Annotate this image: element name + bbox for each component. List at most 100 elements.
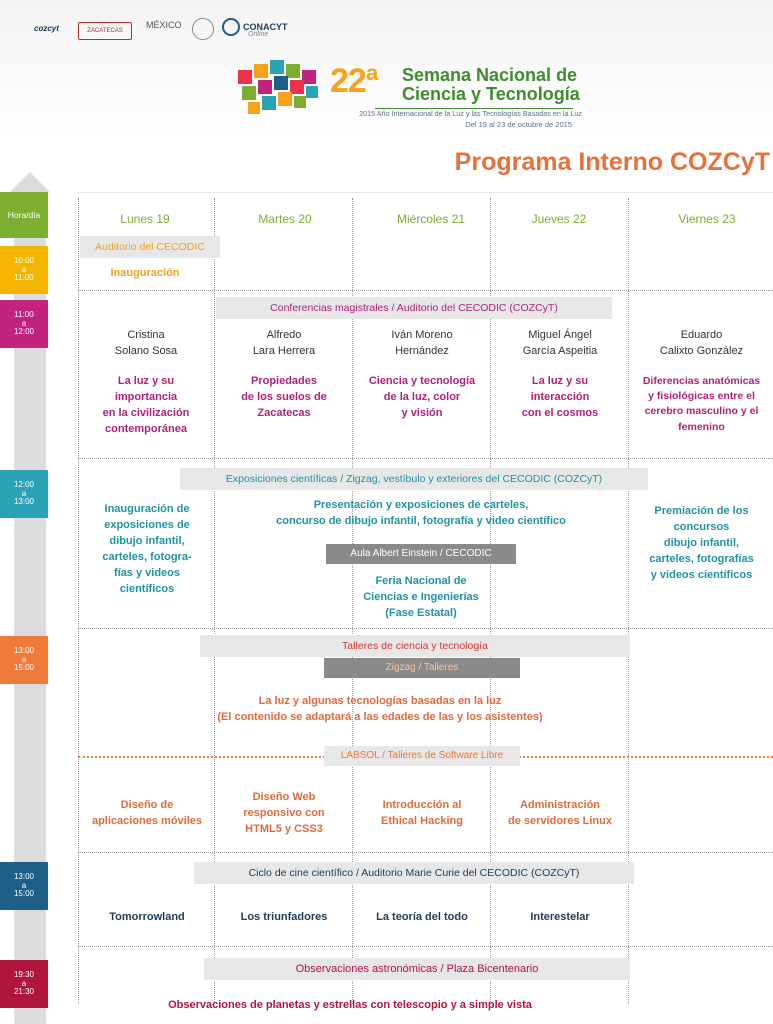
column-separator bbox=[490, 198, 491, 1004]
hour-day-label: Hora/día bbox=[7, 209, 41, 220]
line: aplicaciones móviles bbox=[91, 814, 203, 827]
line: La luz y algunas tecnologías basadas en … bbox=[258, 695, 502, 707]
time-to: 21:30 bbox=[13, 987, 35, 997]
speaker-name: Hernández bbox=[395, 344, 449, 357]
talk-title: La luz y su bbox=[117, 374, 175, 387]
talk-title: importancia bbox=[114, 390, 178, 403]
time-to: 12:00 bbox=[13, 327, 35, 337]
time-from: 19:30 bbox=[13, 970, 35, 980]
time-from: 12:00 bbox=[13, 480, 35, 490]
line: (Fase Estatal) bbox=[385, 606, 457, 619]
day-header-thursday: Jueves 22 bbox=[531, 212, 587, 226]
day-header-tuesday: Martes 20 bbox=[258, 212, 312, 226]
event-subtitle: 2015 Año Internacional de la Luz y las T… bbox=[359, 109, 582, 118]
time-badge-1930: 19:30 a 21:30 bbox=[0, 960, 48, 1008]
day-header-friday: Viernes 23 bbox=[678, 212, 736, 226]
exposiciones-bar: Exposiciones científicas / Zigzag, vestí… bbox=[180, 468, 648, 490]
speaker-thursday: Miguel Ángel García Aspeitia La luz y su… bbox=[492, 328, 628, 422]
line: exposiciones de bbox=[104, 518, 190, 531]
conacyt-logo: CONACYT bbox=[222, 18, 288, 36]
talk-title: y fisiológicas entre el bbox=[648, 390, 755, 403]
zacatecas-logo-text: ZACATECAS bbox=[87, 28, 123, 34]
time-a: a bbox=[21, 880, 27, 890]
auditorio-cecodic-bar: Auditorio del CECODIC bbox=[80, 236, 220, 258]
exposition-monday: Inauguración de exposiciones de dibujo i… bbox=[80, 502, 214, 598]
labsol-bar: LABSOL / Talleres de Software Libre bbox=[324, 746, 520, 766]
row-separator bbox=[78, 458, 773, 459]
time-from: 11:00 bbox=[14, 310, 34, 320]
speaker-name: Solano Sosa bbox=[114, 344, 178, 357]
line: responsivo con bbox=[243, 806, 325, 819]
talk-title: femenino bbox=[678, 420, 725, 433]
talk-title: cerebro masculino y el bbox=[644, 405, 759, 418]
day-header-monday: Lunes 19 bbox=[120, 212, 170, 226]
speaker-wednesday: Iván Moreno Hernández Ciencia y tecnolog… bbox=[354, 328, 490, 422]
line: dibujo infantil, bbox=[663, 536, 740, 549]
program-title: Programa Interno COZCyT bbox=[454, 148, 770, 176]
time-a: a bbox=[21, 488, 27, 498]
time-badge-11: 11:00 a 12:00 bbox=[0, 300, 48, 348]
line: Inauguración de bbox=[104, 503, 190, 515]
talk-title: interacción bbox=[530, 390, 590, 403]
event-number: 22ª bbox=[330, 62, 378, 101]
row-separator bbox=[78, 628, 773, 629]
talk-title: y visión bbox=[401, 406, 443, 419]
line: Presentación y exposiciones de carteles, bbox=[313, 499, 529, 511]
talleres-text: La luz y algunas tecnologías basadas en … bbox=[120, 694, 640, 726]
line: concursos bbox=[673, 520, 730, 533]
event-title-underline bbox=[375, 108, 573, 109]
time-badge-13a: 13:00 a 15:00 bbox=[0, 636, 48, 684]
inauguracion-text: Inauguración bbox=[110, 267, 180, 279]
time-to: 11:00 bbox=[14, 273, 34, 283]
film-thursday: Interestelar bbox=[530, 911, 590, 923]
time-a: a bbox=[21, 318, 27, 328]
time-from: 13:00 bbox=[13, 872, 35, 882]
time-a: a bbox=[21, 978, 27, 988]
speaker-name: Cristina bbox=[127, 329, 165, 341]
line: (El contenido se adaptará a las edades d… bbox=[217, 710, 543, 723]
exposition-middle: Presentación y exposiciones de carteles,… bbox=[216, 498, 626, 530]
speaker-friday: Eduardo Calixto González Diferencias ana… bbox=[630, 328, 773, 435]
workshop-wednesday: Introducción al Ethical Hacking bbox=[354, 798, 490, 830]
event-title-line1: Semana Nacional de bbox=[402, 65, 578, 85]
workshop-monday: Diseño de aplicaciones móviles bbox=[80, 798, 214, 830]
speaker-name: Miguel Ángel bbox=[528, 329, 592, 341]
cine-bar: Ciclo de cine científico / Auditorio Mar… bbox=[194, 862, 634, 884]
talk-title: contemporánea bbox=[105, 422, 187, 435]
speaker-name: Alfredo bbox=[266, 329, 302, 341]
time-to: 13:00 bbox=[13, 497, 35, 507]
line: concurso de dibujo infantil, fotografía … bbox=[276, 514, 566, 527]
talk-title: Diferencias anatómicas bbox=[642, 374, 761, 387]
line: y videos científicos bbox=[650, 568, 753, 581]
zacatecas-logo: ZACATECAS bbox=[78, 22, 132, 40]
day-header-wednesday: Miércoles 21 bbox=[396, 212, 466, 226]
event-title: Semana Nacional de Ciencia y Tecnología bbox=[402, 66, 580, 104]
speaker-name: Lara Herrera bbox=[252, 344, 316, 357]
mexico-seal-icon bbox=[192, 18, 214, 40]
line: Diseño de bbox=[120, 799, 174, 811]
time-a: a bbox=[21, 264, 27, 274]
speaker-tuesday: Alfredo Lara Herrera Propiedades de los … bbox=[218, 328, 350, 422]
column-separator bbox=[78, 198, 79, 1004]
mexico-logo-text: MÉXICO bbox=[146, 20, 182, 30]
line: Feria Nacional de bbox=[375, 575, 467, 587]
line: HTML5 y CSS3 bbox=[245, 822, 323, 835]
row-separator bbox=[78, 852, 773, 853]
line: Premiación de los bbox=[654, 505, 749, 517]
line: Introducción al bbox=[382, 799, 462, 811]
event-number-text: 22ª bbox=[330, 62, 378, 100]
header: cozcyt ZACATECAS MÉXICO CONACYT Online bbox=[0, 0, 773, 140]
talk-title: con el cosmos bbox=[521, 406, 599, 419]
observaciones-bar: Observaciones astronómicas / Plaza Bicen… bbox=[204, 958, 630, 980]
conferencias-bar: Conferencias magistrales / Auditorio del… bbox=[216, 297, 612, 319]
column-separator bbox=[214, 198, 215, 1004]
mexico-logo: MÉXICO bbox=[146, 20, 182, 30]
time-from: 13:00 bbox=[13, 646, 35, 656]
timeline-top-arrow bbox=[10, 172, 50, 192]
program-title-rule bbox=[78, 192, 773, 193]
line: Ciencias e Ingenierías bbox=[363, 590, 479, 603]
column-separator bbox=[628, 198, 629, 1004]
speaker-name: Iván Moreno bbox=[391, 329, 453, 341]
workshop-thursday: Administración de servidores Linux bbox=[492, 798, 628, 830]
line: de servidores Linux bbox=[508, 814, 612, 827]
